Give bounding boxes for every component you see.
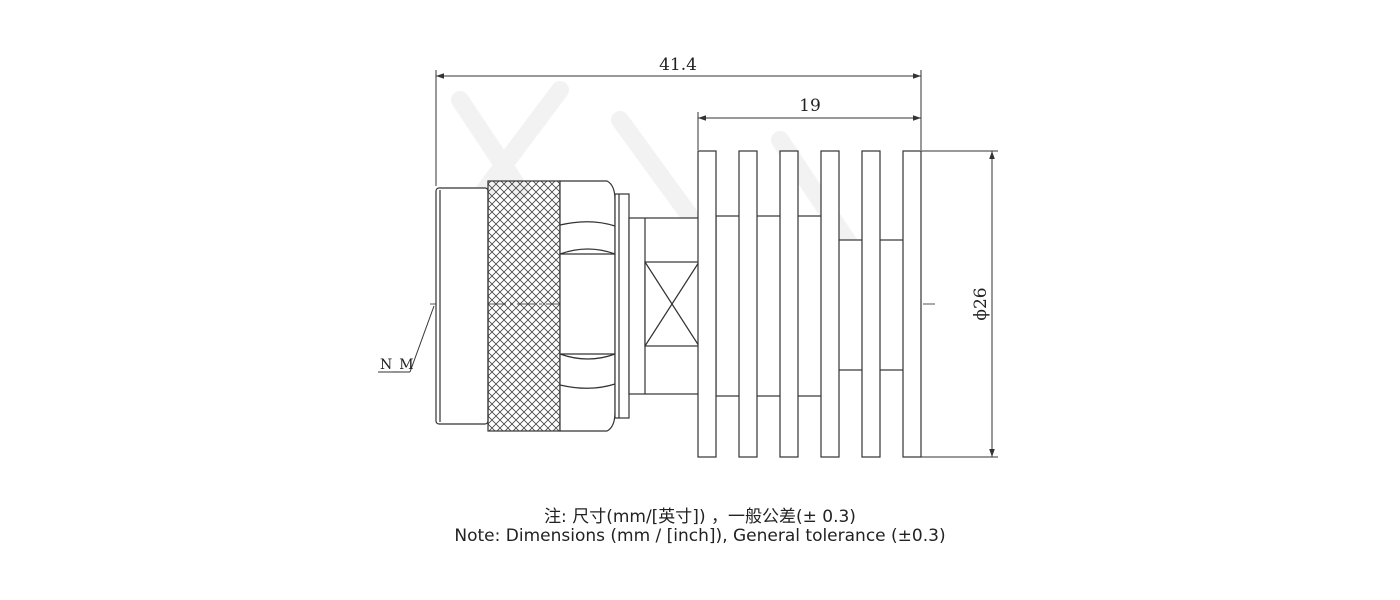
- fin: [861, 150, 881, 458]
- fin: [697, 150, 717, 458]
- fin: [902, 150, 922, 458]
- connector-type-label: N_M: [380, 357, 414, 373]
- dimension-heatsink-length: [697, 112, 921, 150]
- connector-type-leader: [378, 305, 435, 373]
- fin: [820, 150, 840, 458]
- knurled-nut: [487, 180, 561, 432]
- connector-front-body: [435, 187, 489, 425]
- fin: [738, 150, 758, 458]
- wrench-flats: [628, 217, 700, 395]
- hex-body: [559, 180, 616, 432]
- dimension-heatsink-length-label: 19: [799, 96, 821, 116]
- dimension-diameter-label: ϕ26: [971, 287, 991, 320]
- heatsink: [697, 150, 922, 458]
- collar: [614, 193, 630, 419]
- fin: [779, 150, 799, 458]
- dimension-diameter: [921, 150, 998, 458]
- dimension-overall-length-label: 41.4: [659, 55, 697, 75]
- dimension-overall-length: [435, 70, 922, 186]
- note-english: Note: Dimensions (mm / [inch]), General …: [454, 526, 946, 546]
- note-chinese: 注: 尺寸(mm/[英寸]) ，一般公差(± 0.3): [544, 507, 856, 527]
